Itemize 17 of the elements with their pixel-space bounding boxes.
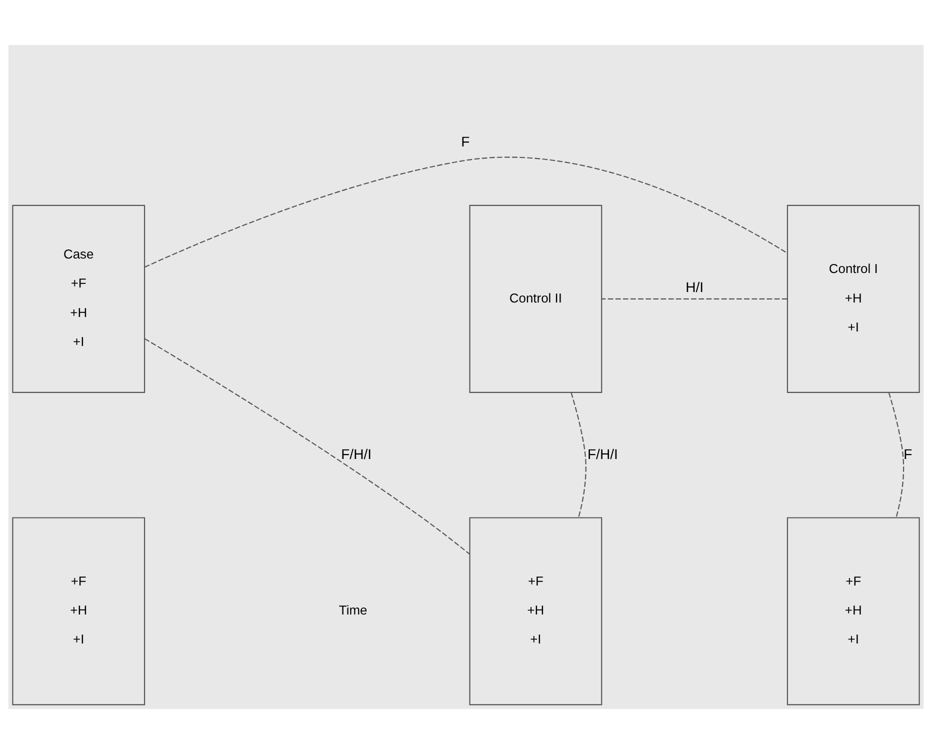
node-box: +F +H +I <box>12 517 146 706</box>
connector <box>888 392 904 518</box>
connector <box>570 392 586 518</box>
edge-label: F <box>904 446 912 462</box>
edge-label: F/H/I <box>587 446 618 462</box>
node-box: Case +F +H +I <box>12 204 146 393</box>
node-box: +F +H +I <box>469 517 602 706</box>
node-box: Control I +H +I <box>786 204 920 393</box>
connector <box>602 298 788 300</box>
node-box: +F +H +I <box>786 517 920 706</box>
connector <box>144 156 788 268</box>
label: Time <box>338 602 368 618</box>
edge-label: H/I <box>686 278 704 295</box>
edge-label: F/H/I <box>341 446 372 462</box>
edge-label: F <box>461 133 470 150</box>
connector <box>144 338 470 554</box>
node-box: Control II <box>469 204 602 393</box>
